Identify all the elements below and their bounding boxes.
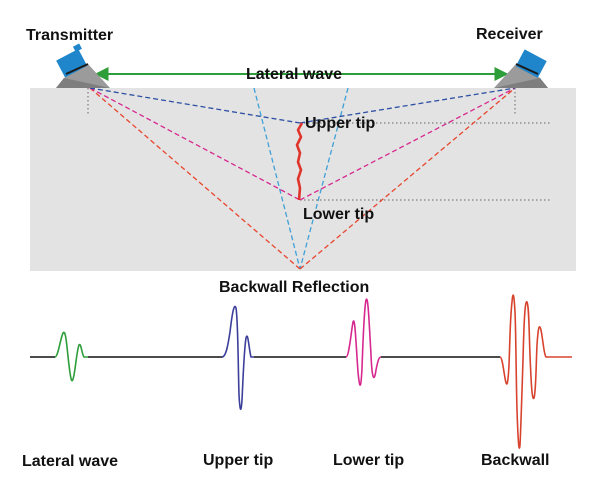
lower-tip-label: Lower tip <box>303 206 374 223</box>
receiver-probe <box>494 49 548 88</box>
receiver-label: Receiver <box>476 26 543 43</box>
lower-tip-signal <box>345 298 382 386</box>
receiver-crystal <box>515 49 547 78</box>
upper-tip-label: Upper tip <box>305 115 375 132</box>
backwall-reflection-label: Backwall Reflection <box>219 279 369 296</box>
signal-label-lower-tip: Lower tip <box>333 452 404 469</box>
lateral-wave-label: Lateral wave <box>246 66 342 83</box>
signal-label-lateral-wave: Lateral wave <box>22 453 118 470</box>
upper-tip-path-out <box>299 87 516 124</box>
transmitter-crystal <box>56 48 88 78</box>
specimen-block <box>30 88 576 271</box>
upper-tip-path-in <box>89 87 301 124</box>
transmitter-probe <box>56 43 110 88</box>
a-scan <box>30 294 572 449</box>
signal-label-upper-tip: Upper tip <box>203 452 273 469</box>
backwall-signal <box>499 294 572 449</box>
lower-tip-path-out <box>299 87 516 201</box>
backwall-path-out <box>299 87 516 270</box>
upper-tip-signal <box>221 305 254 410</box>
beam-edge-left <box>253 87 301 270</box>
beam-edge-right <box>299 87 349 270</box>
crack <box>295 122 304 201</box>
backwall-path-in <box>89 87 301 270</box>
lateral-wave-signal <box>54 331 88 382</box>
transmitter-label: Transmitter <box>26 27 113 44</box>
signal-label-backwall: Backwall <box>481 452 549 469</box>
